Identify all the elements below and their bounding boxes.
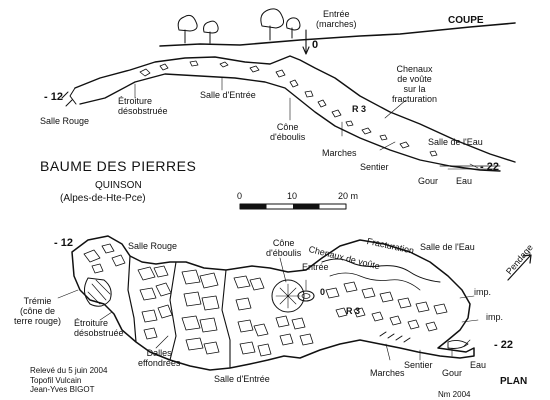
plan-label-etroiture: Étroiture désobstruée xyxy=(74,318,124,338)
section-cave-profile xyxy=(61,8,516,172)
plan-label-zero: 0 xyxy=(320,287,326,297)
plan-pointer-lines xyxy=(57,257,479,361)
ground-surface xyxy=(159,22,516,47)
plan-label-salle-eau: Salle de l'Eau xyxy=(420,242,475,252)
survey-subtitle-department: (Alpes-de-Hte-Pce) xyxy=(60,193,146,204)
plan-label-tremie: Trémie (cône de terre rouge) xyxy=(14,296,62,326)
plan-label-dalles: Dalles effondrées xyxy=(138,348,181,368)
plan-depth-minus-12: - 12 xyxy=(54,237,73,249)
section-label-etroiture: Étroiture désobstruée xyxy=(118,96,168,116)
section-label-salle-entree: Salle d'Entrée xyxy=(200,90,256,100)
plan-depth-minus-22: - 22 xyxy=(494,339,513,351)
survey-credits: Relevé du 5 juin 2004 Topofil Vulcain Je… xyxy=(30,366,107,395)
scale-tick-10: 10 xyxy=(287,191,298,201)
tree-icons xyxy=(177,8,301,44)
plan-label-imp-1: imp. xyxy=(474,287,492,297)
section-label-marches: Marches xyxy=(322,148,357,158)
section-depth-minus-22: - 22 xyxy=(480,161,499,173)
pendage-arrow xyxy=(507,255,531,281)
section-label-salle-rouge: Salle Rouge xyxy=(40,116,90,126)
plan-label-salle-entree: Salle d'Entrée xyxy=(214,374,270,384)
credits-line-north: Nm 2004 xyxy=(438,390,471,399)
scale-bar xyxy=(239,203,347,210)
plan-label-eau: Eau xyxy=(470,360,487,370)
section-depth-zero: 0 xyxy=(312,39,319,51)
section-label-salle-eau: Salle de l'Eau xyxy=(428,137,483,147)
section-label-entrance: Entrée (marches) xyxy=(316,9,357,29)
survey-title: BAUME DES PIERRES xyxy=(40,158,197,174)
survey-subtitle-commune: QUINSON xyxy=(95,180,142,191)
plan-label-imp-2: imp. xyxy=(486,312,504,322)
section-label-chenaux: Chenaux de voûte sur la fracturation xyxy=(392,64,438,104)
credits-line-instrument: Topofil Vulcain xyxy=(30,375,82,385)
plan-label-salle-rouge: Salle Rouge xyxy=(128,241,178,251)
fracturation-line xyxy=(321,258,441,283)
plan-label-sentier: Sentier xyxy=(404,360,433,370)
scale-tick-0: 0 xyxy=(237,191,243,201)
section-label-gour: Gour xyxy=(418,176,439,186)
credits-line-date: Relevé du 5 juin 2004 xyxy=(30,366,108,375)
cave-ceiling xyxy=(74,55,516,163)
plan-label-r3: R 3 xyxy=(346,306,361,316)
section-rubble xyxy=(139,60,438,157)
cave-floor xyxy=(79,73,501,172)
plan-label-marches: Marches xyxy=(370,368,405,378)
credits-line-author: Jean-Yves BIGOT xyxy=(30,385,95,394)
plan-label-gour: Gour xyxy=(442,368,463,378)
section-label-r3: R 3 xyxy=(352,104,367,114)
plan-label-entree: Entrée xyxy=(302,262,329,272)
plan-title: PLAN xyxy=(500,376,528,387)
scale-tick-20: 20 m xyxy=(338,191,359,201)
section-label-cone: Cône d'éboulis xyxy=(270,122,306,142)
plan-blocks xyxy=(83,243,448,357)
section-title: COUPE xyxy=(448,15,484,26)
section-label-eau: Eau xyxy=(456,176,473,186)
section-pointer-lines xyxy=(134,77,479,169)
plan-label-cone: Cône d'éboulis xyxy=(266,238,302,258)
plan-cave-outline xyxy=(57,235,532,371)
section-label-sentier: Sentier xyxy=(360,162,389,172)
section-depth-minus-12: - 12 xyxy=(44,91,63,103)
